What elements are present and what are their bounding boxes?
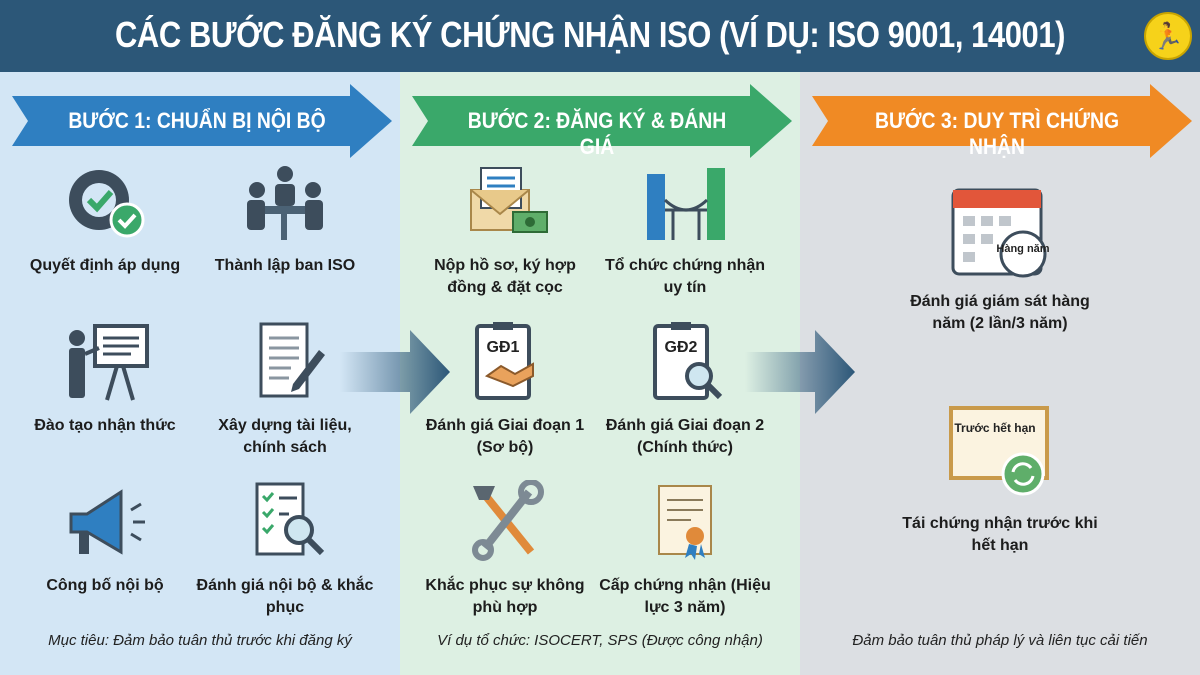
step-3-panel: BƯỚC 3: DUY TRÌ CHỨNG NHẬN Hàng năm Đánh… [800, 72, 1200, 675]
step-3-title: BƯỚC 3: DUY TRÌ CHỨNG NHẬN [874, 108, 1120, 159]
item-label: Xây dựng tài liệu, chính sách [218, 417, 352, 456]
flow-arrow-1-icon [340, 330, 450, 414]
before-expiry-badge: Trước hết hạn [954, 421, 1035, 435]
document-pen-icon [259, 322, 325, 398]
item-announce: Công bố nội bộ [15, 480, 195, 597]
page-title: CÁC BƯỚC ĐĂNG KÝ CHỨNG NHẬN ISO (VÍ DỤ: … [114, 14, 1066, 55]
item-label: Đánh giá Giai đoạn 1 (Sơ bộ) [425, 417, 585, 456]
certificate-icon [658, 485, 712, 560]
tools-icon [472, 479, 544, 561]
step-1-title: BƯỚC 1: CHUẨN BỊ NỘI BỘ [68, 108, 326, 133]
item-label: Công bố nội bộ [46, 577, 164, 594]
item-submit: Nộp hồ sơ, ký hợp đồng & đặt cọc [415, 160, 595, 299]
item-certificate: Cấp chứng nhận (Hiệu lực 3 năm) [595, 480, 775, 619]
item-internal-audit: Đánh giá nội bộ & khắc phục [195, 480, 375, 619]
clipboard-magnifier-icon: GĐ2 [653, 322, 723, 400]
item-label: Tổ chức chứng nhận uy tín [604, 257, 766, 296]
annual-badge: Hàng năm [996, 243, 1049, 255]
item-stage-2: GĐ2 Đánh giá Giai đoạn 2 (Chính thức) [595, 320, 775, 459]
item-stage-1: GĐ1 Đánh giá Giai đoạn 1 (Sơ bộ) [415, 320, 595, 459]
stage-2-badge: GĐ2 [665, 339, 698, 356]
item-label: Nộp hồ sơ, ký hợp đồng & đặt cọc [434, 257, 576, 296]
running-man-logo-icon: 🏃 [1144, 12, 1192, 60]
step-2-arrow: BƯỚC 2: ĐĂNG KÝ & ĐÁNH GIÁ [412, 84, 792, 159]
item-surveillance: Hàng năm Đánh giá giám sát hàng năm (2 l… [900, 180, 1100, 335]
meeting-icon [247, 166, 323, 240]
calendar-icon: Hàng năm [951, 188, 1050, 278]
step-1-arrow: BƯỚC 1: CHUẨN BỊ NỘI BỘ [12, 84, 392, 158]
item-corrective: Khắc phục sự không phù hợp [415, 479, 595, 619]
item-recertification: Trước hết hạn Tái chứng nhận trước khi h… [900, 402, 1100, 557]
item-label: Đánh giá Giai đoạn 2 (Chính thức) [605, 417, 765, 456]
item-label: Thành lập ban ISO [214, 257, 356, 274]
step-3-arrow: BƯỚC 3: DUY TRÌ CHỨNG NHẬN [812, 84, 1192, 159]
item-label: Đánh giá nội bộ & khắc phục [196, 577, 374, 616]
step-2-footer: Ví dụ tổ chức: ISOCERT, SPS (Được công n… [437, 632, 763, 649]
gear-check-icon [69, 170, 145, 238]
item-cert-body: Tổ chức chứng nhận uy tín [595, 160, 775, 299]
step-2-title: BƯỚC 2: ĐĂNG KÝ & ĐÁNH GIÁ [467, 108, 727, 159]
item-documents: Xây dựng tài liệu, chính sách [195, 320, 375, 459]
item-label: Khắc phục sự không phù hợp [425, 577, 585, 616]
step-3-footer: Đảm bảo tuân thủ pháp lý và liên tục cải… [852, 632, 1148, 649]
item-committee: Thành lập ban ISO [195, 160, 375, 277]
clipboard-handshake-icon: GĐ1 [475, 322, 534, 400]
step-1-footer: Mục tiêu: Đảm bảo tuân thủ trước khi đăn… [48, 632, 352, 649]
item-label: Cấp chứng nhận (Hiệu lực 3 năm) [599, 577, 771, 616]
item-label: Đào tạo nhận thức [34, 417, 176, 434]
step-1-panel: BƯỚC 1: CHUẨN BỊ NỘI BỘ Quyết định áp dụ… [0, 72, 400, 675]
presentation-icon [69, 324, 149, 401]
item-label: Đánh giá giám sát hàng năm (2 lần/3 năm) [910, 293, 1090, 332]
step-2-panel: BƯỚC 2: ĐĂNG KÝ & ĐÁNH GIÁ Nộp hồ sơ, ký… [400, 72, 800, 675]
item-decide: Quyết định áp dụng [15, 160, 195, 277]
item-label: Tái chứng nhận trước khi hết hạn [902, 515, 1098, 554]
renew-certificate-icon: Trước hết hạn [949, 406, 1049, 496]
flow-arrow-2-icon [745, 330, 855, 414]
checklist-magnifier-icon [255, 482, 325, 556]
item-training: Đào tạo nhận thức [15, 320, 195, 437]
header: CÁC BƯỚC ĐĂNG KÝ CHỨNG NHẬN ISO (VÍ DỤ: … [0, 0, 1200, 72]
item-label: Quyết định áp dụng [29, 257, 181, 274]
megaphone-icon [69, 489, 145, 555]
envelope-money-icon [470, 167, 548, 233]
buildings-bridge-icon [647, 168, 725, 240]
stage-1-badge: GĐ1 [487, 339, 520, 356]
